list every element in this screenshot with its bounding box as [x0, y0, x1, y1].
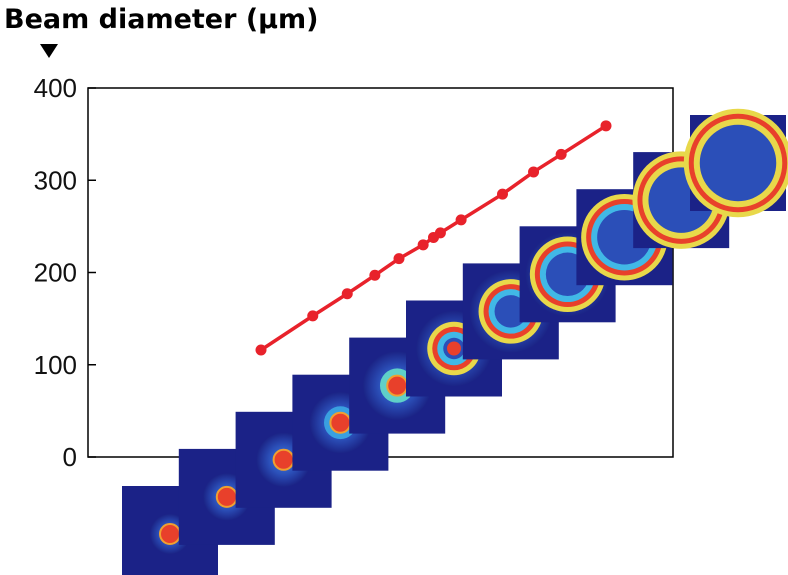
data-point: [555, 148, 567, 160]
beam-profile-image: [683, 108, 788, 218]
data-point: [255, 344, 267, 356]
y-tick-label: 200: [34, 258, 77, 288]
y-tick-label: 300: [34, 165, 77, 195]
data-series: [255, 120, 612, 356]
y-axis-label: Beam diameter (µm): [4, 4, 319, 35]
data-point: [393, 253, 405, 265]
data-point: [497, 188, 508, 200]
data-point: [307, 310, 319, 322]
y-tick-label: 400: [34, 73, 77, 103]
y-tick-label: 0: [63, 442, 77, 472]
data-point: [341, 288, 353, 300]
data-point: [369, 269, 381, 281]
data-point: [528, 166, 540, 178]
triangle-down-icon: [40, 44, 58, 58]
y-tick-label: 100: [34, 350, 77, 380]
beam-profile-images: [122, 108, 788, 575]
data-point: [455, 214, 467, 226]
data-point: [417, 239, 429, 251]
data-point: [434, 227, 446, 239]
y-axis-ticks: 0 100 200 300 400: [34, 73, 96, 472]
data-point: [600, 120, 612, 132]
